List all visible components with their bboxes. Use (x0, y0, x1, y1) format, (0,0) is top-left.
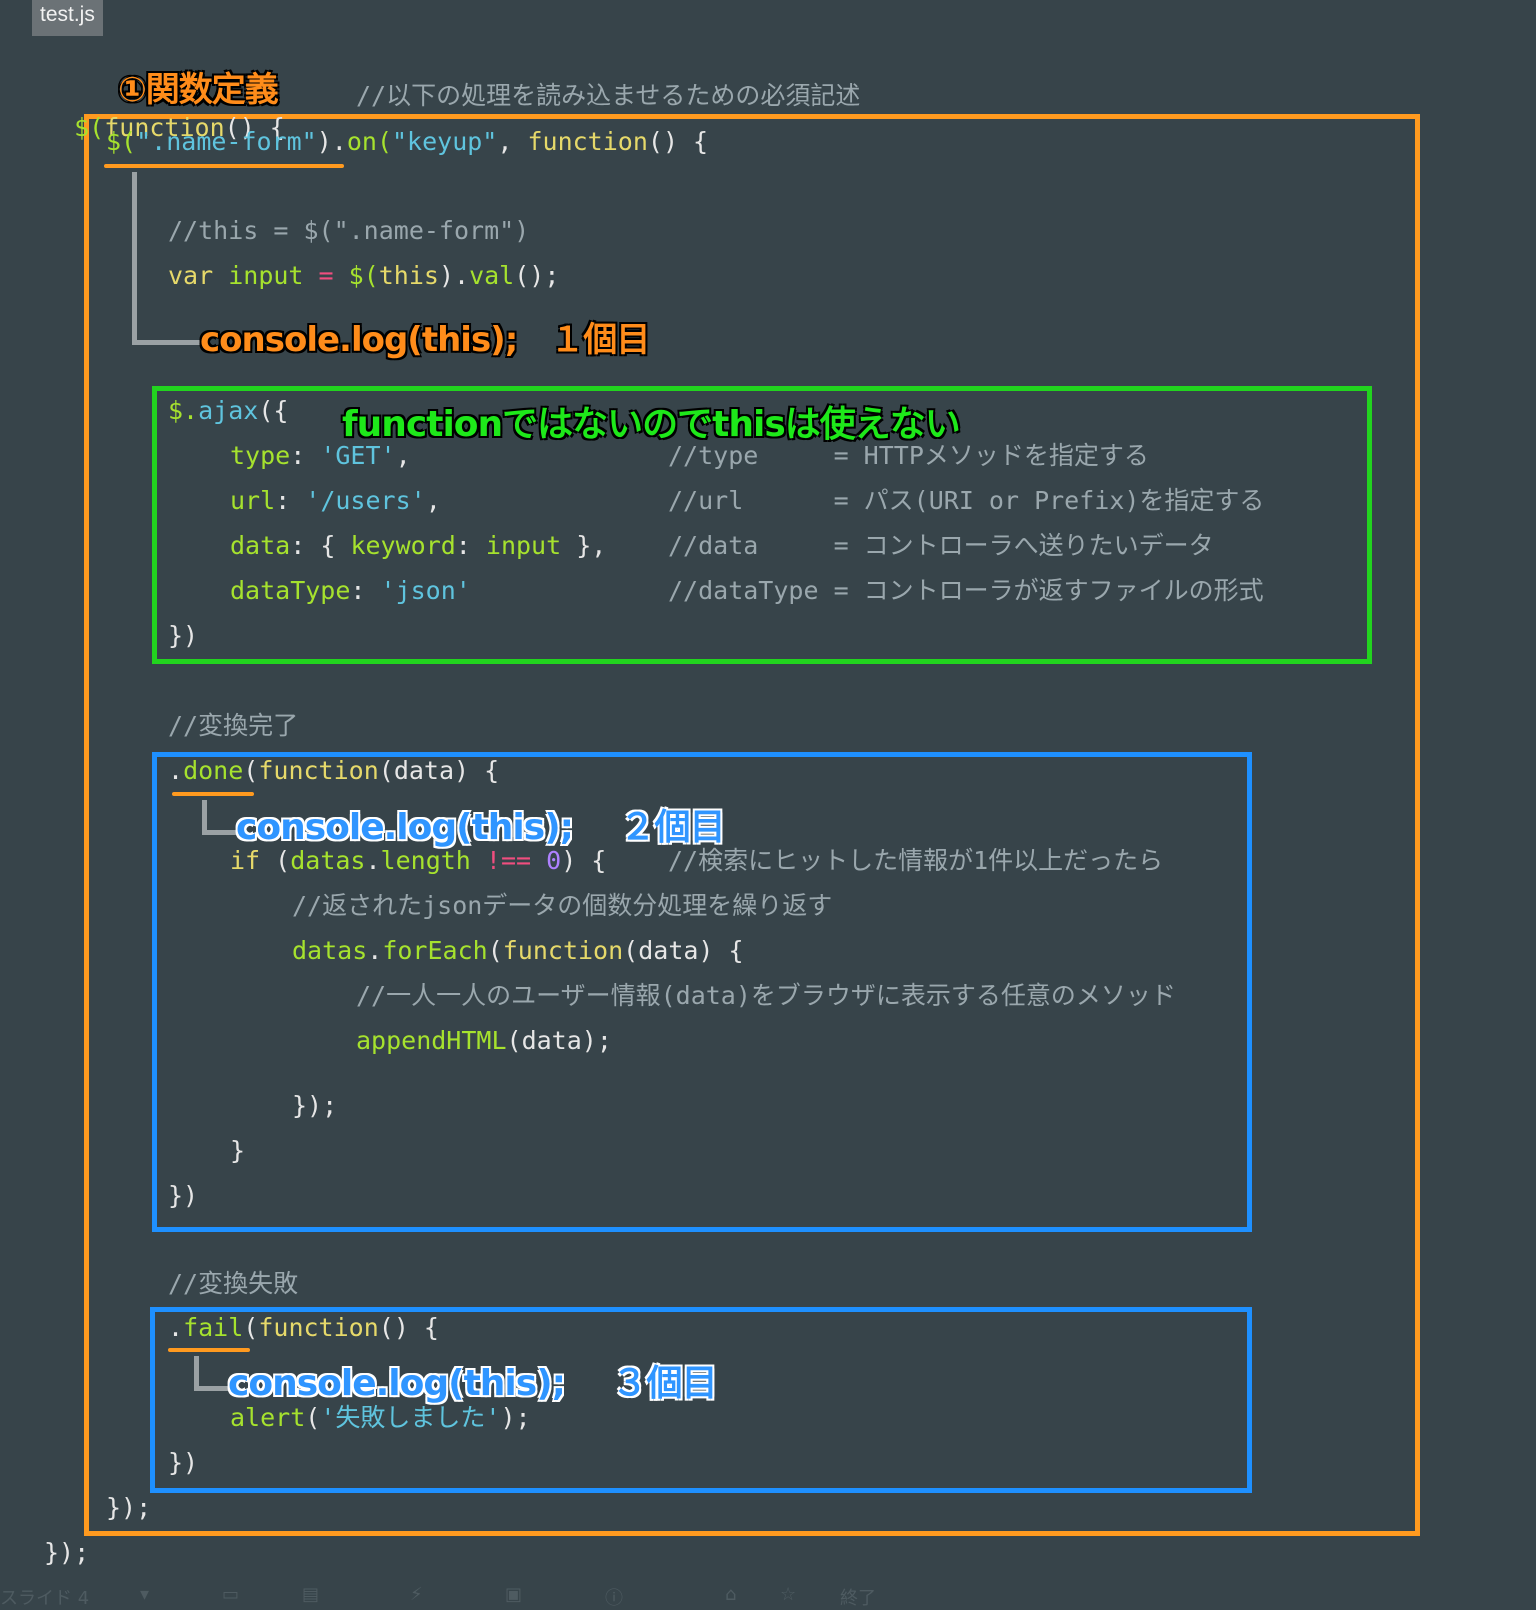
log3-connector (194, 1356, 233, 1391)
done-box (152, 752, 1252, 1232)
function-definition-label: ①関数定義 (118, 70, 279, 110)
done-underline (172, 792, 254, 796)
done-line-loop-comment: //返されたjsonデータの個数分処理を繰り返す (292, 891, 833, 920)
ajax-line-1: $.ajax({ (168, 396, 289, 425)
ajax-line-type-comment: //type = HTTPメソッドを指定する (668, 441, 1149, 470)
done-line-append-comment: //一人一人のユーザー情報(data)をブラウザに表示する任意のメソッド (356, 981, 1176, 1010)
end-label[interactable]: 終了 (840, 1588, 876, 1609)
code-line-1: $(function() { (74, 113, 285, 142)
done-line-close: }) (168, 1181, 199, 1210)
done-comment: //変換完了 (168, 711, 299, 740)
display-icon[interactable]: ▣ (505, 1584, 523, 1605)
ajax-line-close: }) (168, 621, 199, 650)
fail-box (150, 1307, 1252, 1493)
lightning-icon[interactable]: ⚡ (410, 1584, 423, 1605)
file-tab-label: test.js (40, 3, 95, 26)
fail-line-alert: alert('失敗しました'); (230, 1403, 531, 1432)
done-line-if-comment: //検索にヒットした情報が1件以上だったら (668, 846, 1164, 875)
info-icon[interactable]: ⓘ (605, 1588, 623, 1609)
ajax-line-data-comment: //data = コントローラへ送りたいデータ (668, 531, 1214, 560)
slide-label[interactable]: スライド 4 (0, 1588, 90, 1609)
ajax-line-url-comment: //url = パス(URI or Prefix)を指定する (668, 486, 1265, 515)
done-line-foreach-close: }); (292, 1091, 338, 1120)
code-line-1-comment: //以下の処理を読み込ませるための必須記述 (356, 81, 861, 110)
code-line-3: //this = $(".name-form") (168, 216, 530, 245)
console-log-1-label: console.log(this); １個目 (200, 320, 650, 360)
done-line-if: if (datas.length !== 0) { (230, 846, 607, 875)
code-line-2: $(".name-form").on("keyup", function() { (106, 127, 709, 156)
log1-connector (132, 172, 203, 345)
not-function-label: functionではないのでthisは使えない (342, 404, 961, 445)
selector-underline (104, 164, 344, 168)
fail-comment: //変換失敗 (168, 1269, 299, 1298)
file-tab[interactable]: test.js (32, 0, 103, 36)
chevron-down-icon[interactable]: ▾ (140, 1584, 150, 1605)
done-line-if-close: } (230, 1136, 246, 1165)
ajax-line-url: url: '/users', (230, 486, 441, 515)
ajax-line-datatype: dataType: 'json' (230, 576, 471, 605)
done-line-1: .done(function(data) { (168, 756, 500, 785)
function-definition-box (84, 114, 1420, 1536)
notes-icon[interactable]: ▤ (302, 1584, 320, 1605)
comment-icon[interactable]: ▭ (222, 1584, 240, 1605)
outer-close: }); (44, 1538, 90, 1567)
console-log-3-label: console.log(this); ３個目 (228, 1363, 718, 1404)
done-line-append: appendHTML(data); (356, 1026, 612, 1055)
bottom-toolbar: スライド 4 ▾ ▭ ▤ ⚡ ▣ ⓘ ⌂ ☆ 終了 (0, 1580, 1536, 1610)
fail-line-close: }) (168, 1448, 199, 1477)
star-icon[interactable]: ☆ (780, 1584, 797, 1605)
ajax-box (152, 386, 1372, 664)
log2-connector (202, 800, 241, 835)
ajax-line-type: type: 'GET', (230, 441, 411, 470)
console-log-2-label: console.log(this); ２個目 (236, 807, 726, 848)
fail-line-1: .fail(function() { (168, 1313, 439, 1342)
share-icon[interactable]: ⌂ (725, 1584, 737, 1605)
ajax-line-datatype-comment: //dataType = コントローラが返すファイルの形式 (668, 576, 1264, 605)
ajax-line-data: data: { keyword: input }, (230, 531, 607, 560)
fail-underline (168, 1348, 250, 1352)
code-line-4: var input = $(this).val(); (168, 261, 560, 290)
inner-close: }); (106, 1493, 152, 1522)
done-line-foreach: datas.forEach(function(data) { (292, 936, 744, 965)
